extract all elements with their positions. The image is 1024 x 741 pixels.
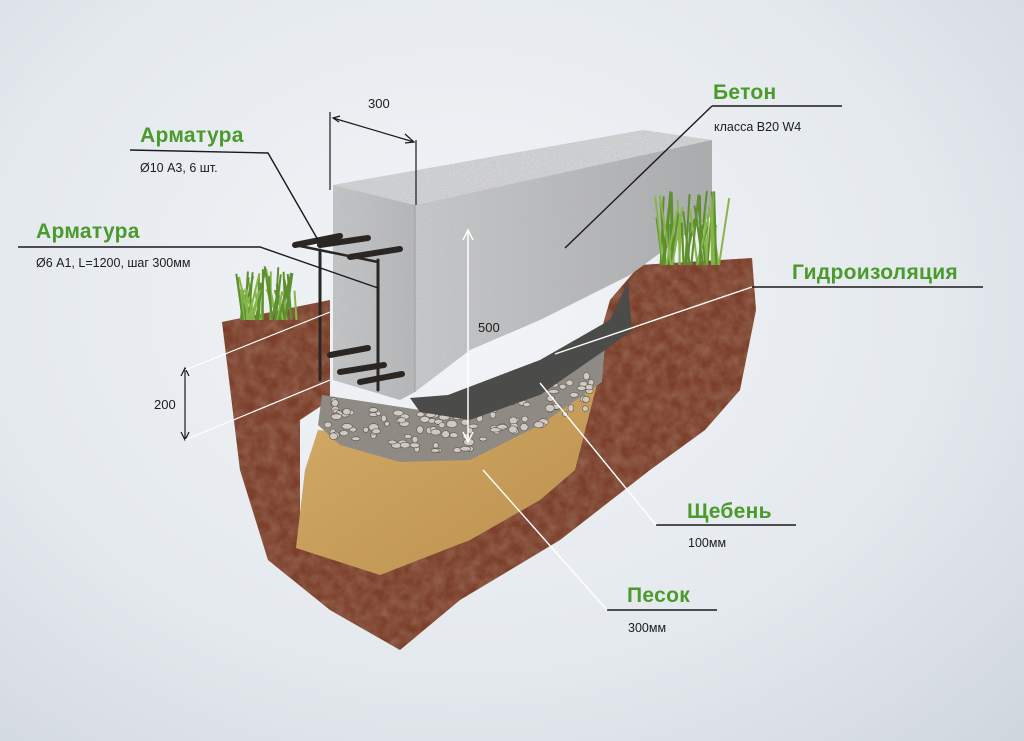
grass-blade [257, 282, 262, 321]
label-concrete-title: Бетон [713, 81, 777, 104]
label-sand-title: Песок [627, 584, 691, 607]
pebble [446, 419, 458, 428]
grass-blade [267, 276, 273, 321]
grass-blade [693, 205, 705, 266]
grass-blade [277, 289, 287, 321]
pebble [468, 423, 479, 429]
pebble [569, 392, 579, 398]
pebble [430, 428, 442, 436]
pebble [384, 421, 390, 427]
pebble [576, 385, 587, 391]
pebble [496, 424, 508, 430]
pebble [339, 430, 349, 437]
grass-blade [286, 273, 293, 321]
grass-blade [696, 221, 709, 266]
pebble [403, 433, 412, 439]
grass-blade [658, 195, 673, 266]
dimension-depth-label: 200 [154, 397, 176, 412]
pebble [432, 442, 439, 449]
grass-blade [665, 210, 679, 266]
label-concrete-sub: класса B20 W4 [714, 120, 802, 134]
label-gravel-sub: 100мм [688, 536, 727, 550]
dimension-height-label: 500 [478, 320, 500, 335]
grass-tufts [235, 190, 731, 321]
label-rebar1-sub: Ø10 А3, 6 шт. [140, 161, 218, 175]
grass-blade [249, 289, 262, 321]
grass-blade [235, 273, 244, 321]
pebble [582, 372, 590, 381]
pebble [419, 415, 430, 423]
pebble [533, 421, 544, 429]
grass-blade [274, 274, 282, 321]
pebble [387, 439, 397, 445]
grass-blade [247, 272, 261, 321]
pebble [323, 421, 332, 428]
pebble [449, 432, 459, 439]
pebble [559, 383, 567, 390]
pebble [400, 441, 411, 449]
leader-lines [18, 105, 983, 611]
grass-blade [671, 206, 684, 266]
pebble [519, 423, 529, 432]
pebble [585, 384, 594, 391]
pebble [330, 413, 343, 420]
label-sand-sub: 300мм [628, 621, 667, 635]
label-rebar2-title: Арматура [36, 220, 140, 243]
pebble [508, 425, 518, 434]
pebble [581, 405, 589, 412]
pebble [545, 404, 555, 413]
grass-blade [243, 289, 256, 321]
grass-blade [680, 222, 685, 266]
pebble [430, 448, 440, 453]
pebble [411, 435, 419, 444]
pebble [392, 409, 404, 417]
gravel-layer [318, 345, 605, 462]
grass-blade [687, 222, 692, 266]
pebble [416, 425, 424, 434]
label-rebar2-sub: Ø6 А1, L=1200, шаг 300мм [36, 256, 191, 270]
waterproofing-layer [410, 282, 632, 420]
pebble [342, 408, 351, 416]
pebble [362, 426, 369, 433]
pebble [522, 401, 531, 407]
label-rebar1-title: Арматура [140, 124, 244, 147]
pebble [329, 432, 338, 440]
grass-blade [710, 196, 716, 266]
pebble [375, 410, 382, 416]
grass-blade [239, 288, 246, 321]
dimension-lines [180, 112, 474, 444]
pebble [567, 404, 575, 413]
dimension-width-label: 300 [368, 96, 390, 111]
rebar-cage [292, 233, 405, 392]
pebble [521, 415, 529, 423]
label-gravel-title: Щебень [687, 500, 772, 523]
pebble [547, 389, 560, 394]
pebble [409, 442, 420, 449]
grass-blade [718, 197, 731, 266]
soil-layer [222, 258, 756, 650]
pebble [438, 422, 446, 429]
grass-blade [705, 213, 710, 266]
pebble [341, 423, 353, 430]
pebble [582, 395, 590, 403]
grass-blade [284, 272, 292, 321]
pebble [380, 414, 387, 423]
pebble [331, 399, 339, 407]
pebble [478, 436, 487, 442]
pebble [459, 446, 472, 452]
grass-blade [713, 191, 718, 266]
pebble [371, 428, 381, 435]
pebble [368, 407, 378, 413]
label-waterproofing-title: Гидроизоляция [792, 261, 958, 284]
pebble [351, 436, 361, 441]
pebble [565, 379, 574, 386]
grass-blade [293, 290, 298, 321]
pebble [397, 417, 406, 424]
pebble [441, 430, 450, 439]
